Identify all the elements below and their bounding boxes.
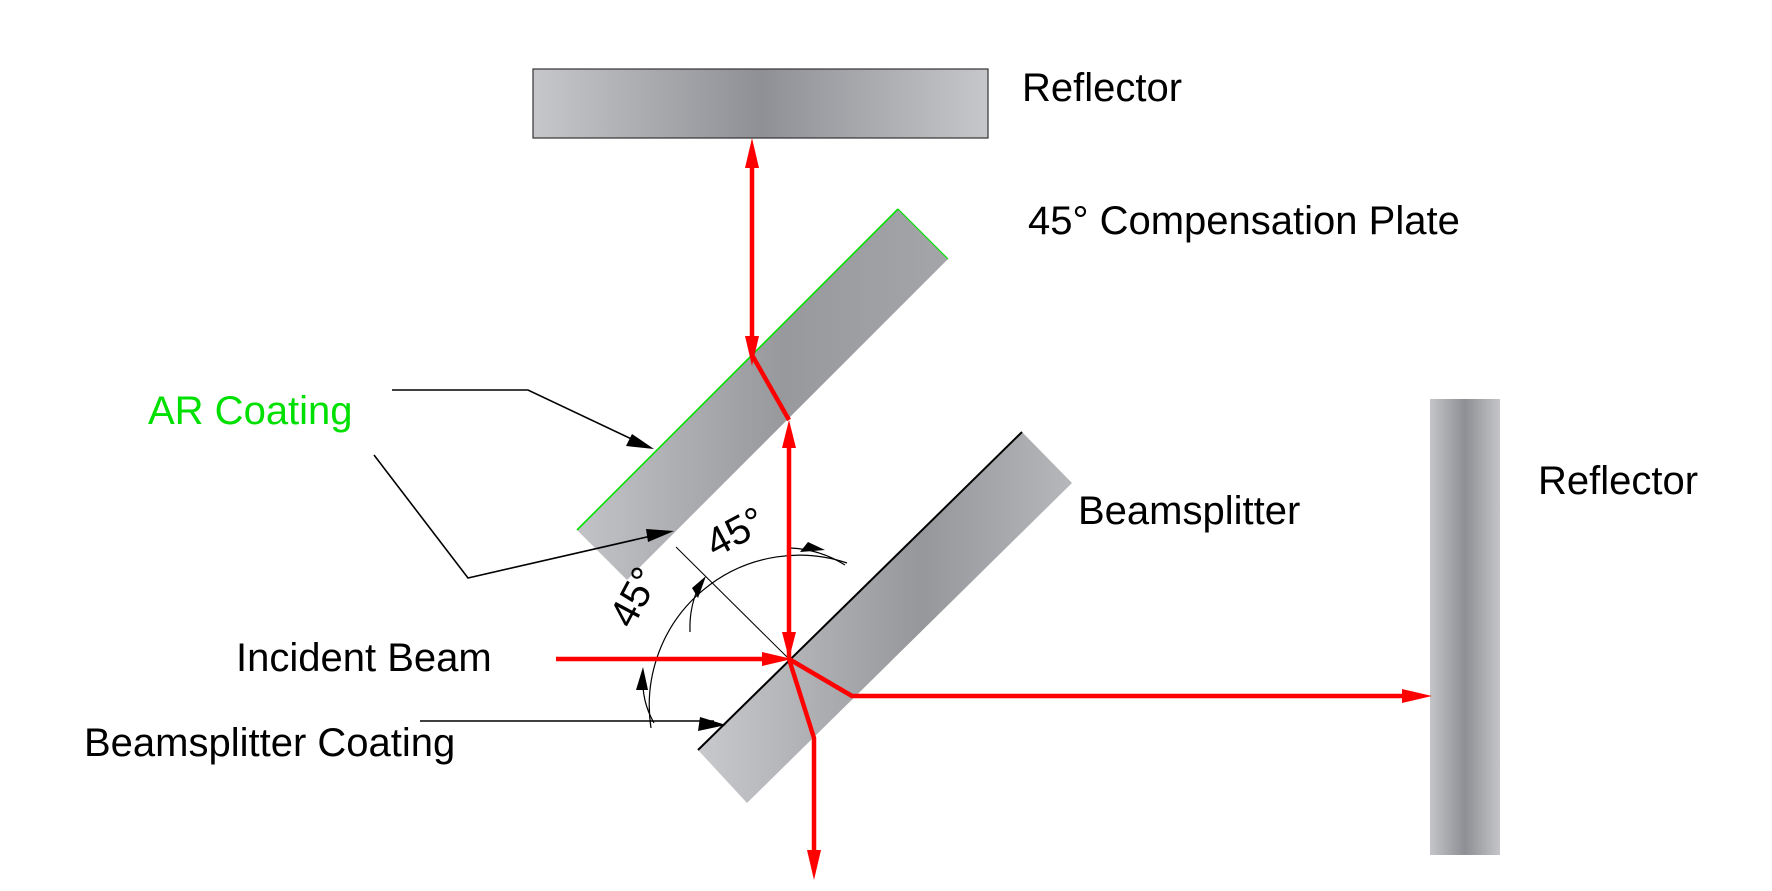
ar-coating-label: AR Coating: [148, 389, 353, 433]
beam-to-right-reflector: [787, 657, 1410, 699]
beamsplitter-coating-arrowhead: [698, 717, 726, 731]
beamsplitter-coating-surface: [697, 431, 1023, 751]
reflector-right-label: Reflector: [1538, 459, 1698, 503]
ar-coating-arrowhead-upper: [626, 434, 654, 449]
beam-down-output: [786, 658, 817, 860]
angle-normal-line: [675, 546, 791, 661]
angle-arrowhead-left: [636, 667, 648, 690]
up-arrowhead-upper: [745, 138, 759, 168]
beamsplitter-label: Beamsplitter: [1078, 489, 1300, 533]
compensation-plate-ar-coating-edge-back: [897, 208, 949, 260]
angle-arc-top: [789, 547, 846, 566]
angle-arc-outer: [648, 554, 848, 729]
ar-coating-leader-lower: [373, 454, 661, 579]
compensation-plate-label: 45° Compensation Plate: [1028, 199, 1460, 243]
top-reflector: [532, 68, 989, 139]
down-arrowhead-upper: [745, 336, 759, 366]
down-arrowhead-lower: [782, 632, 796, 659]
beamsplitter-coating-label: Beamsplitter Coating: [84, 721, 455, 765]
right-arrowhead: [1402, 689, 1432, 703]
compensation-plate: [577, 209, 948, 580]
up-arrowhead-lower: [782, 420, 796, 448]
angle-arrowhead-inner: [692, 576, 706, 598]
angle-label-left: 45°: [601, 560, 668, 634]
beam-arrowheads: [745, 138, 1432, 880]
reflector-top-label: Reflector: [1022, 66, 1182, 110]
incident-beam-label: Incident Beam: [236, 636, 492, 680]
ar-coating-arrowhead-lower: [646, 529, 674, 542]
beamsplitter-plate: [698, 432, 1072, 803]
incident-arrowhead: [762, 652, 792, 666]
compensation-plate-ar-coating-edge: [576, 208, 899, 531]
output-arrowhead: [807, 850, 821, 880]
angle-arrowhead-top: [800, 542, 825, 552]
right-reflector: [1430, 399, 1500, 855]
ar-coating-leader-upper: [392, 389, 643, 445]
angle-label-right: 45°: [699, 499, 773, 566]
